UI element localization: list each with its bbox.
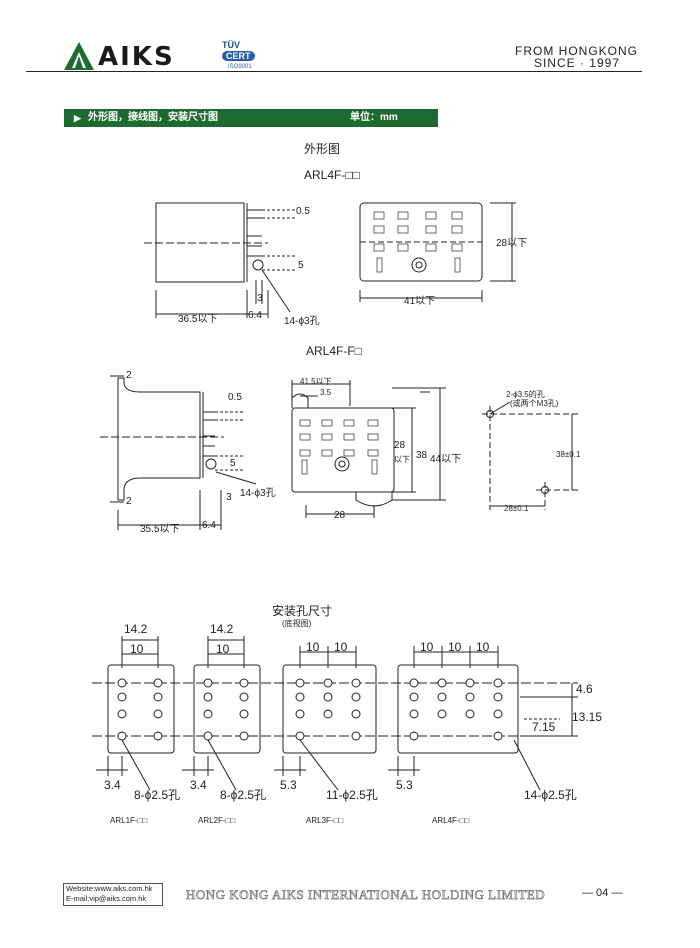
dim-a-pin-length: 6.4 [248,310,262,321]
dim-a-width: 41以下 [404,296,436,307]
company-name: HONG KONG AIKS INTERNATIONAL HOLDING LIM… [186,887,546,903]
aiks-logo-icon [64,42,94,70]
model-arl1f: ARL1F-□□ [110,816,148,825]
dim-b-body-height: 28 [394,440,406,451]
dim-p10-a: 10 [130,642,144,656]
dim-w2: 14.2 [210,622,234,636]
mounting-heading: 安装孔尺寸 [272,604,333,618]
from-hongkong: FROM HONGKONG [515,44,638,58]
email-text[interactable]: E-mail:vip@aiks.com.hk [66,894,147,903]
dim-a-pin: 3 [257,293,263,304]
dim-p10-c: 10 [306,640,320,654]
model-arl2f: ARL2F-□□ [198,816,236,825]
play-arrow-icon: ▶ [74,113,81,123]
dim-5-3-b: 5.3 [396,778,413,792]
dim-5-3-a: 5.3 [280,778,297,792]
arl1f-hole-pattern [107,664,175,754]
dim-p10-d: 10 [334,640,348,654]
arl4f-hole-pattern [397,664,519,754]
dim-b-flange-top: 2 [126,370,132,381]
dim-b-flange-bottom: 2 [126,496,132,507]
dim-b-bottom-width: 28 [334,510,346,521]
dim-b-mount-vertical: 38±0.1 [556,450,581,459]
relay-b-top-body [291,407,395,493]
hole-label-arl1f: 8-ϕ2.5孔 [134,788,181,802]
dim-p10-g: 10 [476,640,490,654]
dim-b-total-height: 44以下 [430,454,462,465]
dim-b-length: 35.5以下 [140,524,180,535]
dim-a-height: 28以下 [496,238,528,249]
dim-b-offset: 3.5 [320,388,332,397]
header-divider [26,71,642,72]
dim-b-hole: 14-ϕ3孔 [240,488,276,499]
dim-b-mount-horizontal: 28±0.1 [504,504,529,513]
arl3f-hole-pattern [282,664,377,754]
arl2f-hole-pattern [193,664,261,754]
contact-box: Website:www.aiks.com.hk E-mail:vip@aiks.… [63,883,163,906]
dim-b-pin-length: 6.4 [202,520,216,531]
since-year: SINCE · 1997 [533,56,620,70]
dim-w1: 14.2 [124,622,148,636]
dim-3-4-a: 3.4 [104,778,121,792]
model-arl3f: ARL3F-□□ [306,816,344,825]
dim-a-length: 36.5以下 [178,314,218,325]
dim-7-15: 7.15 [532,720,556,734]
dim-b-gap: 5 [230,458,236,469]
section-bar: ▶ 外形图，接线图，安装尺寸图 单位：mm [64,109,438,127]
hole-label-arl2f: 8-ϕ2.5孔 [220,788,267,802]
page-number: — 04 — [582,887,623,899]
dim-b-mount-holes: 2-ϕ3.5的孔 [506,390,545,399]
tuv-cert-badge: CERT [222,51,255,61]
model-arl4f: ARL4F-□□ [432,816,470,825]
dim-p10-b: 10 [216,642,230,656]
tuv-logo-label: TÜV [222,40,240,50]
dim-p10-e: 10 [420,640,434,654]
model-a-label: ARL4F-□□ [304,168,360,182]
hole-label-arl3f: 11-ϕ2.5孔 [326,788,378,802]
dim-a-gap: 5 [298,260,304,271]
dim-b-top-width: 41.5以下 [300,377,332,386]
section-title: 外形图，接线图，安装尺寸图 [88,112,218,123]
dim-b-mount-pitch: 38 [416,450,428,461]
relay-b-side-body [117,377,201,501]
dim-b-pin: 3 [226,492,232,503]
dim-3-4-b: 3.4 [190,778,207,792]
mounting-subheading: (底视图) [282,619,312,628]
brand-name: AIKS [98,42,175,72]
website-text[interactable]: Website:www.aiks.com.hk [66,884,153,893]
hole-label-arl4f: 14-ϕ2.5孔 [524,788,577,802]
model-b-label: ARL4F-F□ [306,344,362,358]
dim-4-6: 4.6 [576,682,593,696]
dim-b-body-height-suffix: 以下 [394,455,410,464]
dim-a-pitch: 0.5 [296,206,310,217]
dim-p10-f: 10 [448,640,462,654]
unit-label: 单位：mm [350,112,398,123]
dim-13-15: 13.15 [572,710,603,724]
dim-b-mount-note: (或两个M3孔) [510,399,559,408]
iso-label: ISO9001 [228,64,252,70]
dim-b-pitch: 0.5 [228,392,242,403]
outline-heading: 外形图 [304,142,341,156]
dim-a-hole: 14-ϕ3孔 [284,316,320,327]
